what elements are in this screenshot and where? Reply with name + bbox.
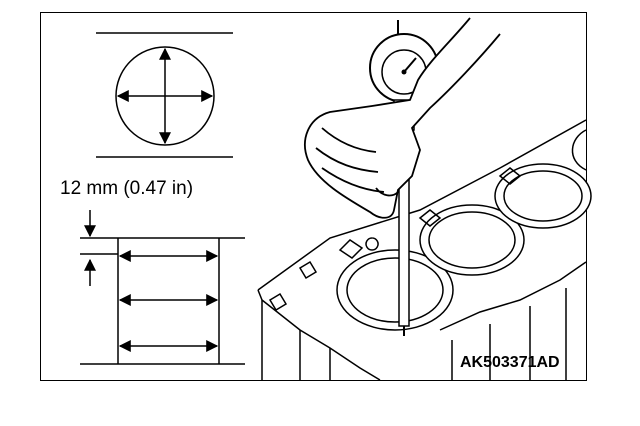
cylinder-bore-3 — [494, 163, 592, 229]
dial-needle — [403, 57, 417, 73]
dimension-label: 12 mm (0.47 in) — [60, 178, 194, 199]
bore-side-view-detail — [80, 210, 245, 365]
bore-cross-section-detail — [96, 32, 233, 158]
cylinder-bore-2 — [419, 204, 525, 276]
figure-code: AK503371AD — [460, 354, 560, 371]
cylinder-bore-1 — [336, 249, 454, 331]
hand-illustration — [304, 17, 501, 219]
engine-block-illustration — [257, 119, 592, 381]
